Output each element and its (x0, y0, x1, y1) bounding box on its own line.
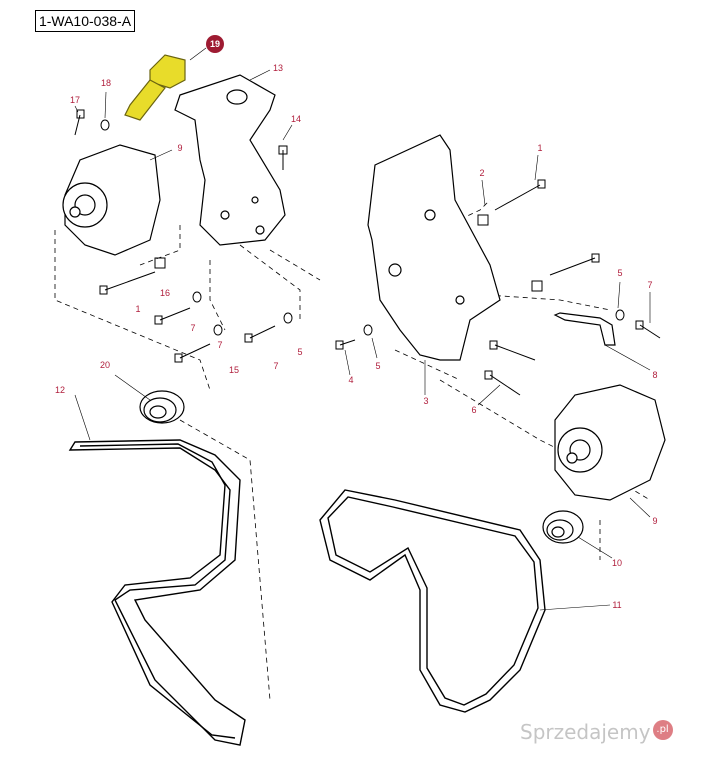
callout-11[interactable]: 11 (612, 600, 622, 610)
bolts (74, 109, 661, 396)
callout-13[interactable]: 13 (272, 63, 284, 73)
callout-15[interactable]: 15 (228, 365, 240, 375)
diagram-reference: 1-WA10-038-A (35, 10, 135, 32)
pulley-20 (139, 390, 185, 424)
callout-4[interactable]: 4 (348, 375, 354, 385)
callout-12[interactable]: 12 (54, 385, 66, 395)
watermark-suffix: .pl (652, 720, 673, 740)
callout-5-middle[interactable]: 5 (375, 361, 381, 371)
callout-2[interactable]: 2 (479, 168, 485, 178)
bracket-3 (367, 134, 501, 361)
bracket-8 (553, 312, 616, 346)
callout-17[interactable]: 17 (69, 95, 81, 105)
leader-lines (74, 47, 651, 611)
callout-8[interactable]: 8 (652, 370, 658, 380)
callout-16[interactable]: 16 (159, 288, 171, 298)
callout-1-right[interactable]: 1 (537, 143, 543, 153)
belt-11 (319, 489, 546, 713)
part-19-highlighted (124, 54, 186, 121)
callout-20[interactable]: 20 (99, 360, 111, 370)
callout-10[interactable]: 10 (611, 558, 623, 568)
callout-1-left[interactable]: 1 (135, 304, 141, 314)
callout-5-left[interactable]: 5 (297, 347, 303, 357)
callout-5-right[interactable]: 5 (617, 268, 623, 278)
callout-3[interactable]: 3 (423, 396, 429, 406)
alternator-right (554, 384, 666, 501)
callout-7-left[interactable]: 7 (190, 323, 196, 333)
pulley-10 (542, 510, 584, 544)
washers (100, 119, 625, 336)
callout-7-lower[interactable]: 7 (273, 361, 279, 371)
belt-12 (68, 439, 246, 746)
callout-9-left[interactable]: 9 (177, 143, 183, 153)
callout-7-middle[interactable]: 7 (217, 340, 223, 350)
callout-9-right[interactable]: 9 (652, 516, 658, 526)
callout-7-right[interactable]: 7 (647, 280, 653, 290)
watermark: Sprzedajemy.pl (520, 720, 673, 744)
bracket-13 (174, 74, 286, 246)
callout-18[interactable]: 18 (100, 78, 112, 88)
alternator-left (62, 144, 161, 256)
callout-14[interactable]: 14 (290, 114, 302, 124)
watermark-text: Sprzedajemy (520, 720, 651, 744)
callout-19[interactable]: 19 (206, 35, 224, 53)
callout-6[interactable]: 6 (471, 405, 477, 415)
